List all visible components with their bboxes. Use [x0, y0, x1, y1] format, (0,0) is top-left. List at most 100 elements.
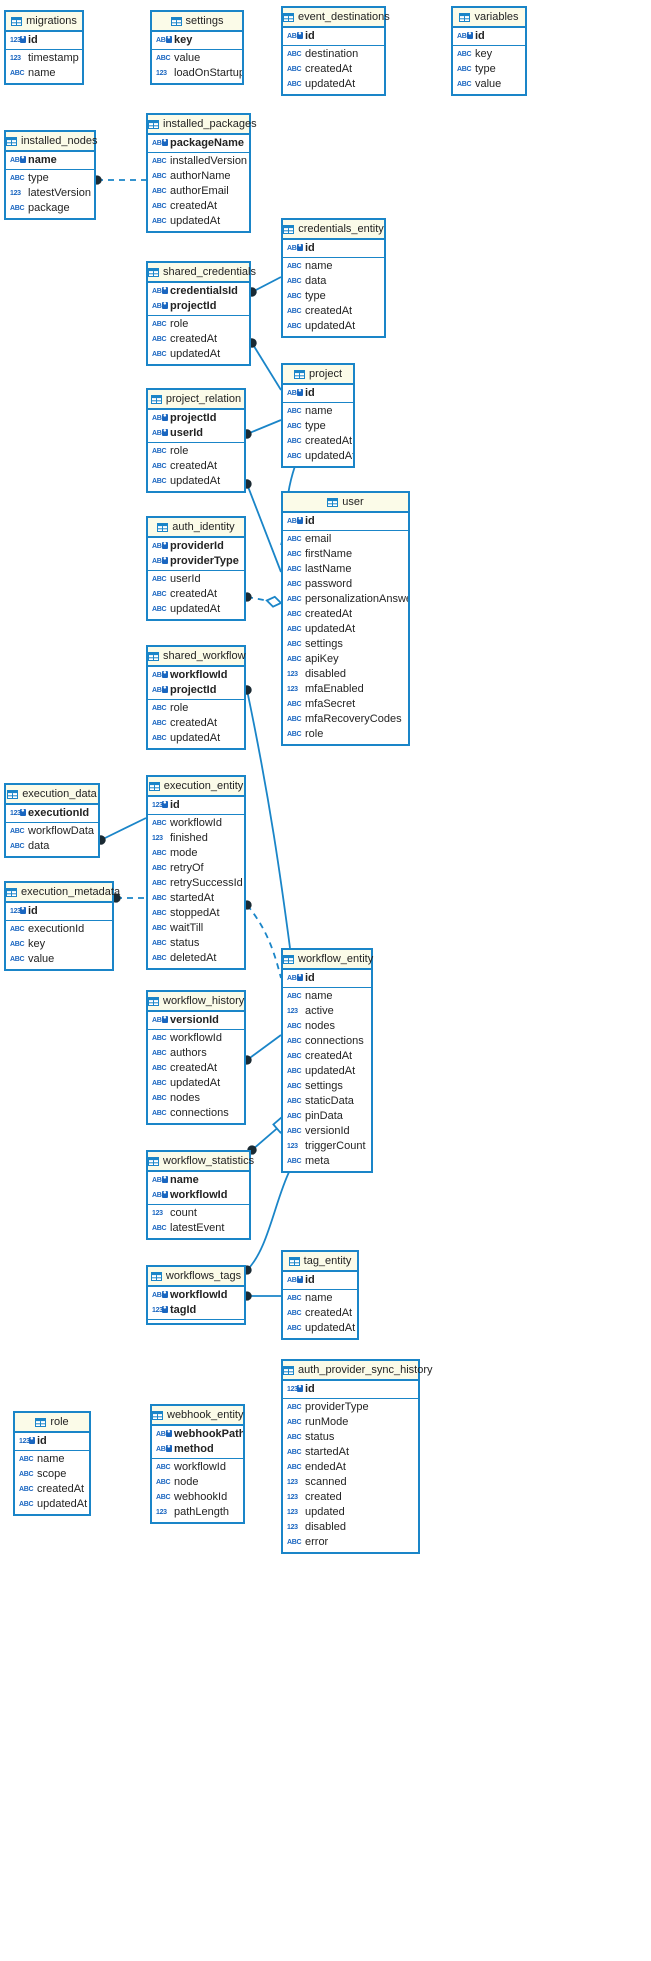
text-type-icon: ABC: [287, 1128, 302, 1135]
primary-key-section: 123●id: [6, 32, 82, 50]
table-grid-icon: [152, 1408, 163, 1426]
text-type-icon: ABC: [156, 55, 171, 62]
entity-table-name: auth_identity: [172, 521, 235, 533]
table-grid-icon: [148, 649, 159, 667]
table-grid-icon: [148, 265, 159, 283]
number-type-icon: 123: [287, 1509, 298, 1516]
text-type-icon: ABC: [152, 820, 167, 827]
text-type-icon: ABC: [152, 865, 167, 872]
entity-table-header: auth_identity: [148, 518, 244, 538]
text-type-icon: ABC: [152, 336, 167, 343]
number-type-icon: 123: [152, 1210, 163, 1217]
primary-key-section: ABC●name: [6, 152, 94, 170]
entity-table-header: webhook_entity: [152, 1406, 243, 1426]
pk-field: ABC●id: [287, 972, 315, 984]
pk-field: 123●id: [287, 1383, 315, 1395]
text-type-icon: ABC●: [287, 1273, 304, 1288]
text-type-icon: ABC: [287, 408, 302, 415]
entity-table-header: installed_packages: [148, 115, 257, 135]
pk-field: ABC●method: [156, 1443, 214, 1455]
text-type-icon: ABC: [10, 956, 25, 963]
text-type-icon: ABC●: [152, 668, 169, 683]
primary-key-section: ABC●id: [283, 240, 384, 258]
entity-table-header: shared_credentials: [148, 263, 256, 283]
entity-table-name: credentials_entity: [298, 223, 384, 235]
text-type-icon: ABC: [287, 701, 302, 708]
entity-table-header: workflows_tags: [148, 1267, 244, 1287]
text-type-icon: ABC●: [287, 386, 304, 401]
text-type-icon: ABC●: [152, 1188, 169, 1203]
entity-table-header: installed_nodes: [6, 132, 97, 152]
pk-field: 123●id: [10, 34, 38, 46]
primary-key-section: ABC●key: [152, 32, 242, 50]
pk-field: ABC●workflowId: [152, 668, 228, 683]
text-type-icon: ABC: [287, 1434, 302, 1441]
entity-table-name: execution_data: [22, 788, 97, 800]
entity-table-header: event_destinations: [283, 8, 390, 28]
text-type-icon: ABC●: [152, 299, 169, 314]
text-type-icon: ABC: [457, 51, 472, 58]
pk-field: ABC●providerType: [152, 555, 239, 567]
text-type-icon: ABC: [287, 1053, 302, 1060]
entity-table-name: workflow_statistics: [163, 1155, 255, 1167]
text-type-icon: ABC: [287, 278, 302, 285]
entity-table-name: settings: [185, 15, 224, 27]
text-type-icon: ABC: [287, 1068, 302, 1075]
